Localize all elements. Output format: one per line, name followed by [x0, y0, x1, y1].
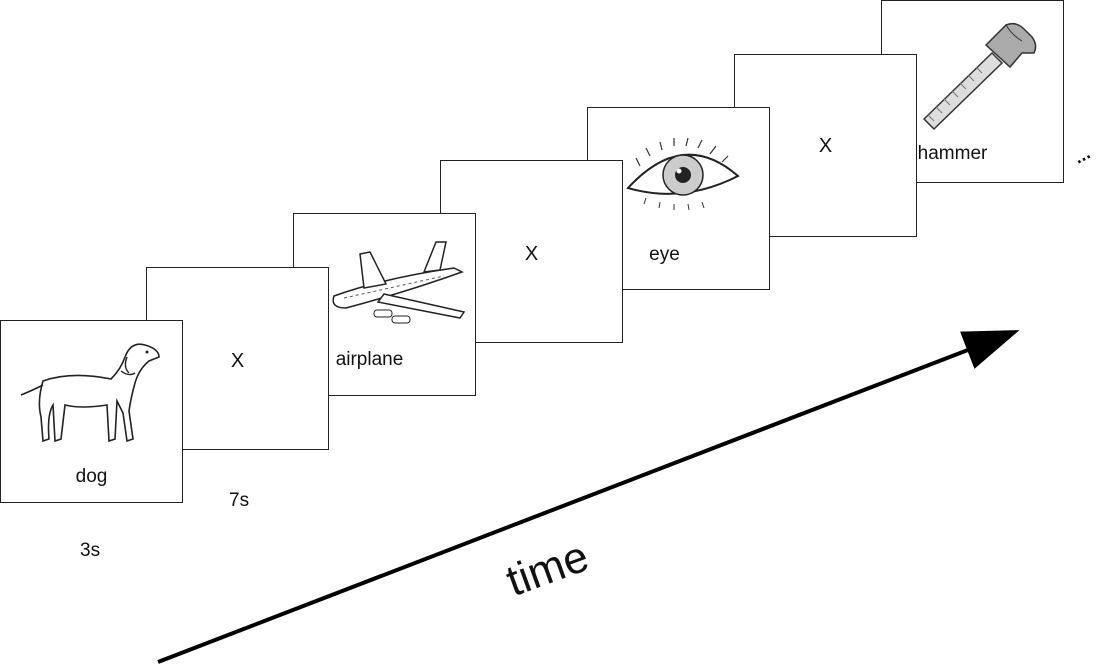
frame-label: eye	[649, 244, 680, 265]
dog-frame: dog	[0, 320, 183, 503]
frame-label: hammer	[917, 143, 988, 164]
eye-icon	[626, 137, 740, 211]
airplane-icon	[332, 241, 466, 324]
stimulus-duration: 3s	[80, 540, 101, 561]
fixation-cross: X	[818, 135, 833, 157]
fixation-duration: 7s	[229, 490, 250, 511]
fixation-cross: X	[230, 350, 245, 372]
frame-label: dog	[75, 466, 108, 487]
fixation-cross: X	[524, 243, 539, 265]
hammer-icon	[922, 22, 1037, 131]
frame-label: airplane	[335, 349, 404, 370]
dog-icon	[20, 343, 160, 443]
